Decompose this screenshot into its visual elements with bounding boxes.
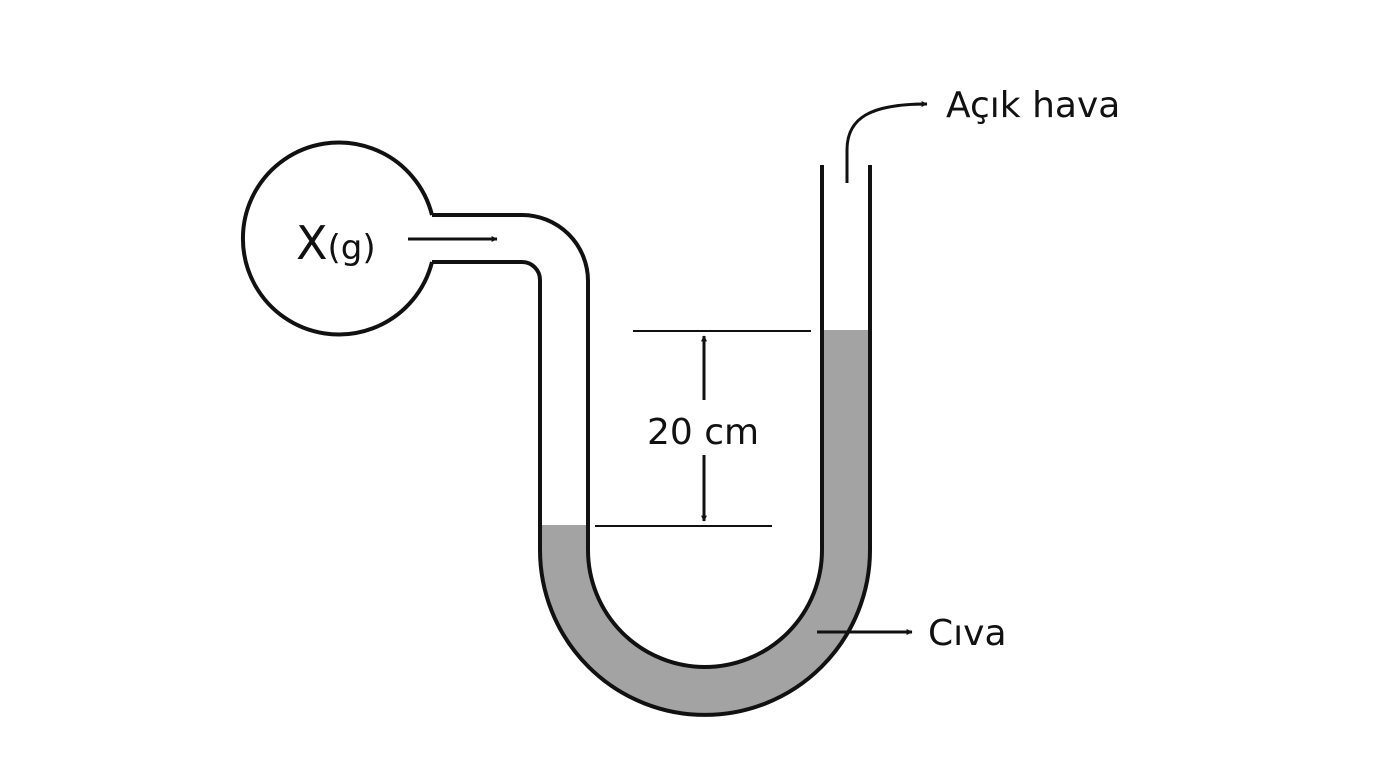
gas-label: X(g) [296,216,376,270]
height-label: 20 cm [647,412,759,453]
mercury-fill [540,330,870,715]
open-air-label: Açık hava [946,85,1120,126]
open-air-arrow [845,101,928,183]
tube-outer-wall [432,165,824,669]
mercury-label: Cıva [928,613,1007,654]
tube-inner-wall [432,165,872,717]
gas-bulb [241,140,434,337]
